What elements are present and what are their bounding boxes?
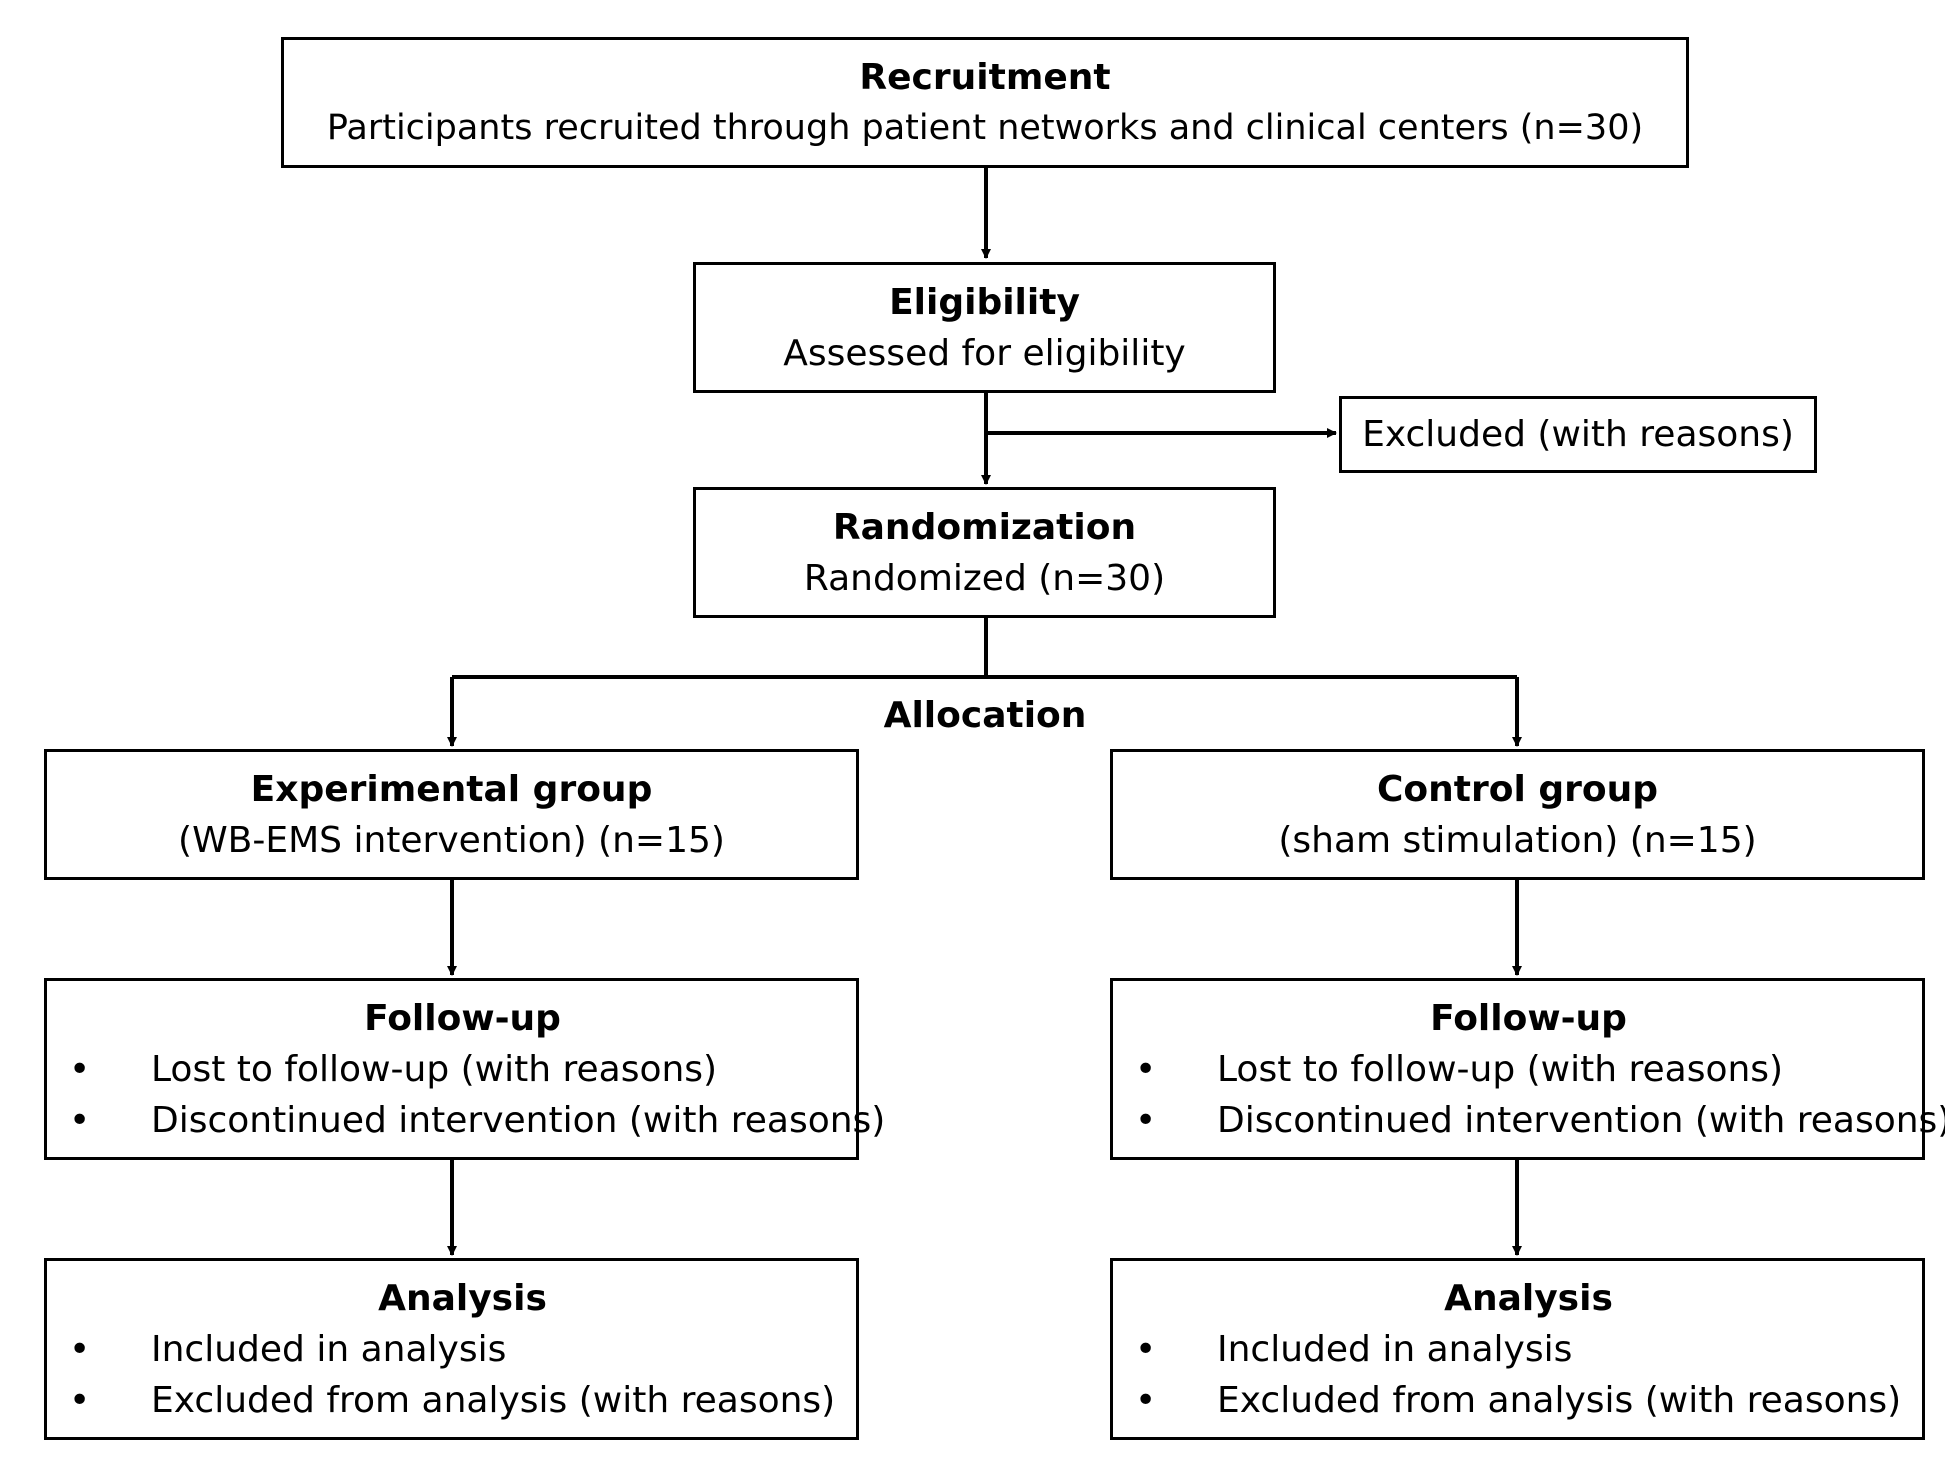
eligibility-text: Assessed for eligibility	[783, 332, 1186, 374]
control-followup-box: Follow-up Lost to follow-up (with reason…	[1110, 978, 1945, 1160]
list-item: Included in analysis	[1135, 1324, 1922, 1375]
list-item: Included in analysis	[69, 1324, 856, 1375]
list-item: Discontinued intervention (with reasons)	[1135, 1095, 1945, 1146]
experimental-group-box: Experimental group (WB-EMS intervention)…	[44, 749, 859, 880]
eligibility-box: Eligibility Assessed for eligibility	[693, 262, 1276, 393]
list-item: Discontinued intervention (with reasons)	[69, 1095, 885, 1146]
experimental-followup-title: Follow-up	[364, 997, 561, 1039]
experimental-group-title: Experimental group	[250, 768, 653, 810]
excluded-box: Excluded (with reasons)	[1339, 396, 1817, 473]
experimental-followup-box: Follow-up Lost to follow-up (with reason…	[44, 978, 885, 1160]
control-followup-list: Lost to follow-up (with reasons) Discont…	[1135, 1044, 1945, 1146]
control-analysis-list: Included in analysis Excluded from analy…	[1135, 1324, 1922, 1426]
experimental-analysis-title: Analysis	[378, 1277, 547, 1319]
recruitment-title: Recruitment	[859, 56, 1111, 98]
experimental-analysis-list: Included in analysis Excluded from analy…	[69, 1324, 856, 1426]
control-analysis-box: Analysis Included in analysis Excluded f…	[1110, 1258, 1925, 1440]
randomization-box: Randomization Randomized (n=30)	[693, 487, 1276, 618]
eligibility-title: Eligibility	[889, 281, 1080, 323]
control-group-title: Control group	[1376, 768, 1658, 810]
list-item: Excluded from analysis (with reasons)	[1135, 1375, 1922, 1426]
control-followup-title: Follow-up	[1430, 997, 1627, 1039]
randomization-title: Randomization	[832, 506, 1137, 548]
list-item: Lost to follow-up (with reasons)	[1135, 1044, 1922, 1095]
experimental-followup-list: Lost to follow-up (with reasons) Discont…	[69, 1044, 885, 1146]
excluded-text: Excluded (with reasons)	[1362, 414, 1794, 455]
allocation-label: Allocation	[883, 695, 1087, 736]
recruitment-text: Participants recruited through patient n…	[326, 107, 1644, 148]
randomization-text: Randomized (n=30)	[803, 557, 1166, 599]
control-analysis-title: Analysis	[1444, 1277, 1613, 1319]
list-item: Lost to follow-up (with reasons)	[69, 1044, 856, 1095]
recruitment-box: Recruitment Participants recruited throu…	[281, 37, 1689, 168]
control-group-box: Control group (sham stimulation) (n=15)	[1110, 749, 1925, 880]
control-group-text: (sham stimulation) (n=15)	[1278, 819, 1757, 861]
experimental-group-text: (WB-EMS intervention) (n=15)	[178, 819, 725, 861]
experimental-analysis-box: Analysis Included in analysis Excluded f…	[44, 1258, 859, 1440]
list-item: Excluded from analysis (with reasons)	[69, 1375, 856, 1426]
